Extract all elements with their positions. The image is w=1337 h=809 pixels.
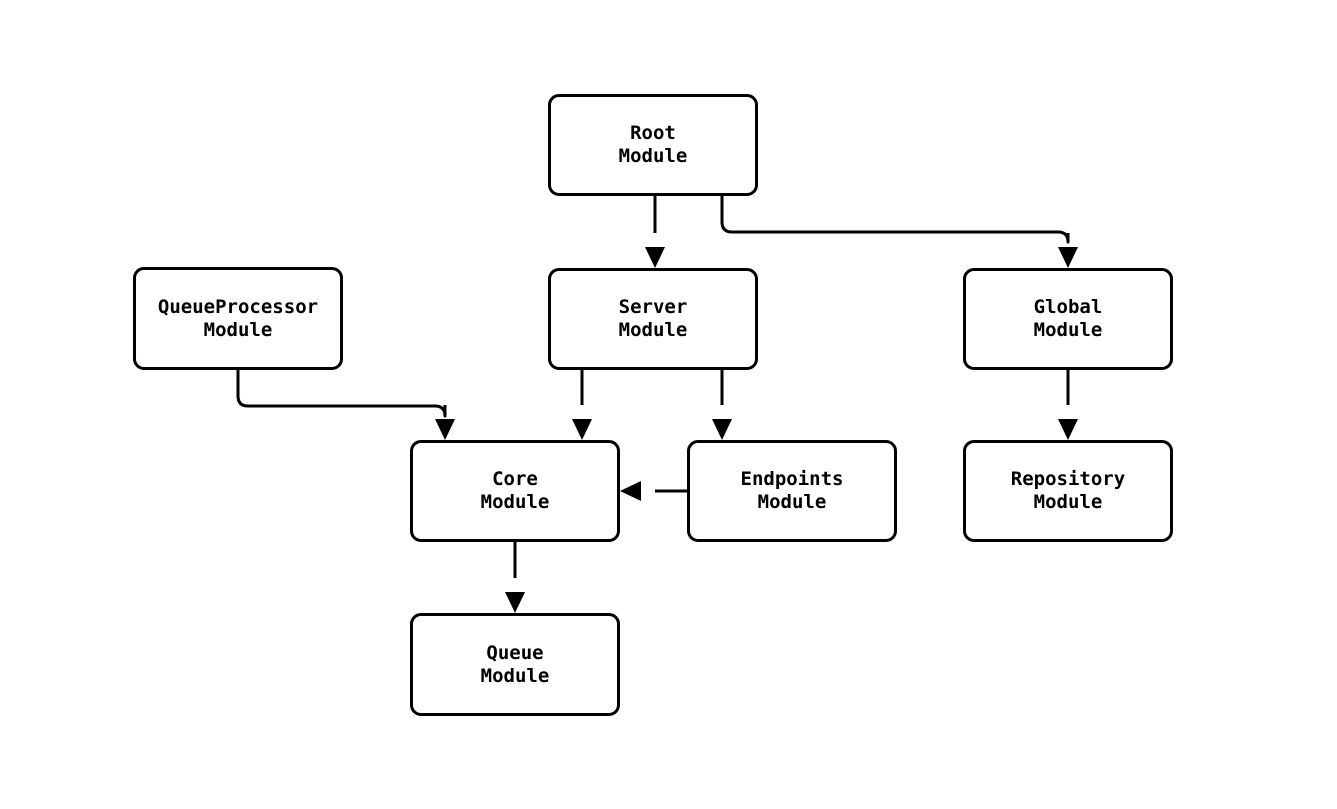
edge-core-to-queue [505, 542, 525, 613]
edge-root-to-global [720, 196, 1078, 268]
node-repository-module-label-line1: Repository [1010, 468, 1126, 490]
node-global-module-label-line2: Module [1033, 319, 1103, 341]
edge-server-to-core [572, 370, 592, 440]
node-core-module-label-line2: Module [480, 491, 550, 513]
node-queue-module-label-line1: Queue [486, 641, 544, 664]
edge-global-to-repository [1058, 370, 1078, 440]
node-endpoints-module-label-line1: Endpoints [740, 468, 844, 490]
node-root-module-label-line2: Module [618, 145, 688, 167]
node-queue-module[interactable]: Queue Module [410, 613, 620, 716]
node-root-module-label-line1: Root [630, 122, 676, 144]
edge-queueprocessor-to-core [236, 370, 455, 440]
node-queueprocessor-module-label-line1: QueueProcessor [157, 295, 319, 318]
node-global-module[interactable]: Global Module [963, 268, 1173, 370]
edge-server-to-endpoints [712, 370, 732, 440]
node-server-module-label-line2: Module [618, 319, 688, 341]
node-server-module[interactable]: Server Module [548, 268, 758, 370]
node-queueprocessor-module-label-line2: Module [203, 318, 273, 341]
edge-endpoints-to-core [620, 481, 687, 501]
node-repository-module-label-line2: Module [1033, 491, 1103, 513]
node-server-module-label-line1: Server [618, 296, 688, 318]
node-core-module-label-line1: Core [492, 468, 538, 490]
edge-root-to-server [645, 196, 665, 268]
node-endpoints-module[interactable]: Endpoints Module [687, 440, 897, 542]
node-queue-module-label-line2: Module [480, 664, 550, 687]
node-endpoints-module-label-line2: Module [757, 491, 827, 513]
node-queueprocessor-module[interactable]: QueueProcessor Module [133, 267, 343, 370]
node-root-module[interactable]: Root Module [548, 94, 758, 196]
node-global-module-label-line1: Global [1033, 296, 1103, 318]
node-core-module[interactable]: Core Module [410, 440, 620, 542]
node-repository-module[interactable]: Repository Module [963, 440, 1173, 542]
